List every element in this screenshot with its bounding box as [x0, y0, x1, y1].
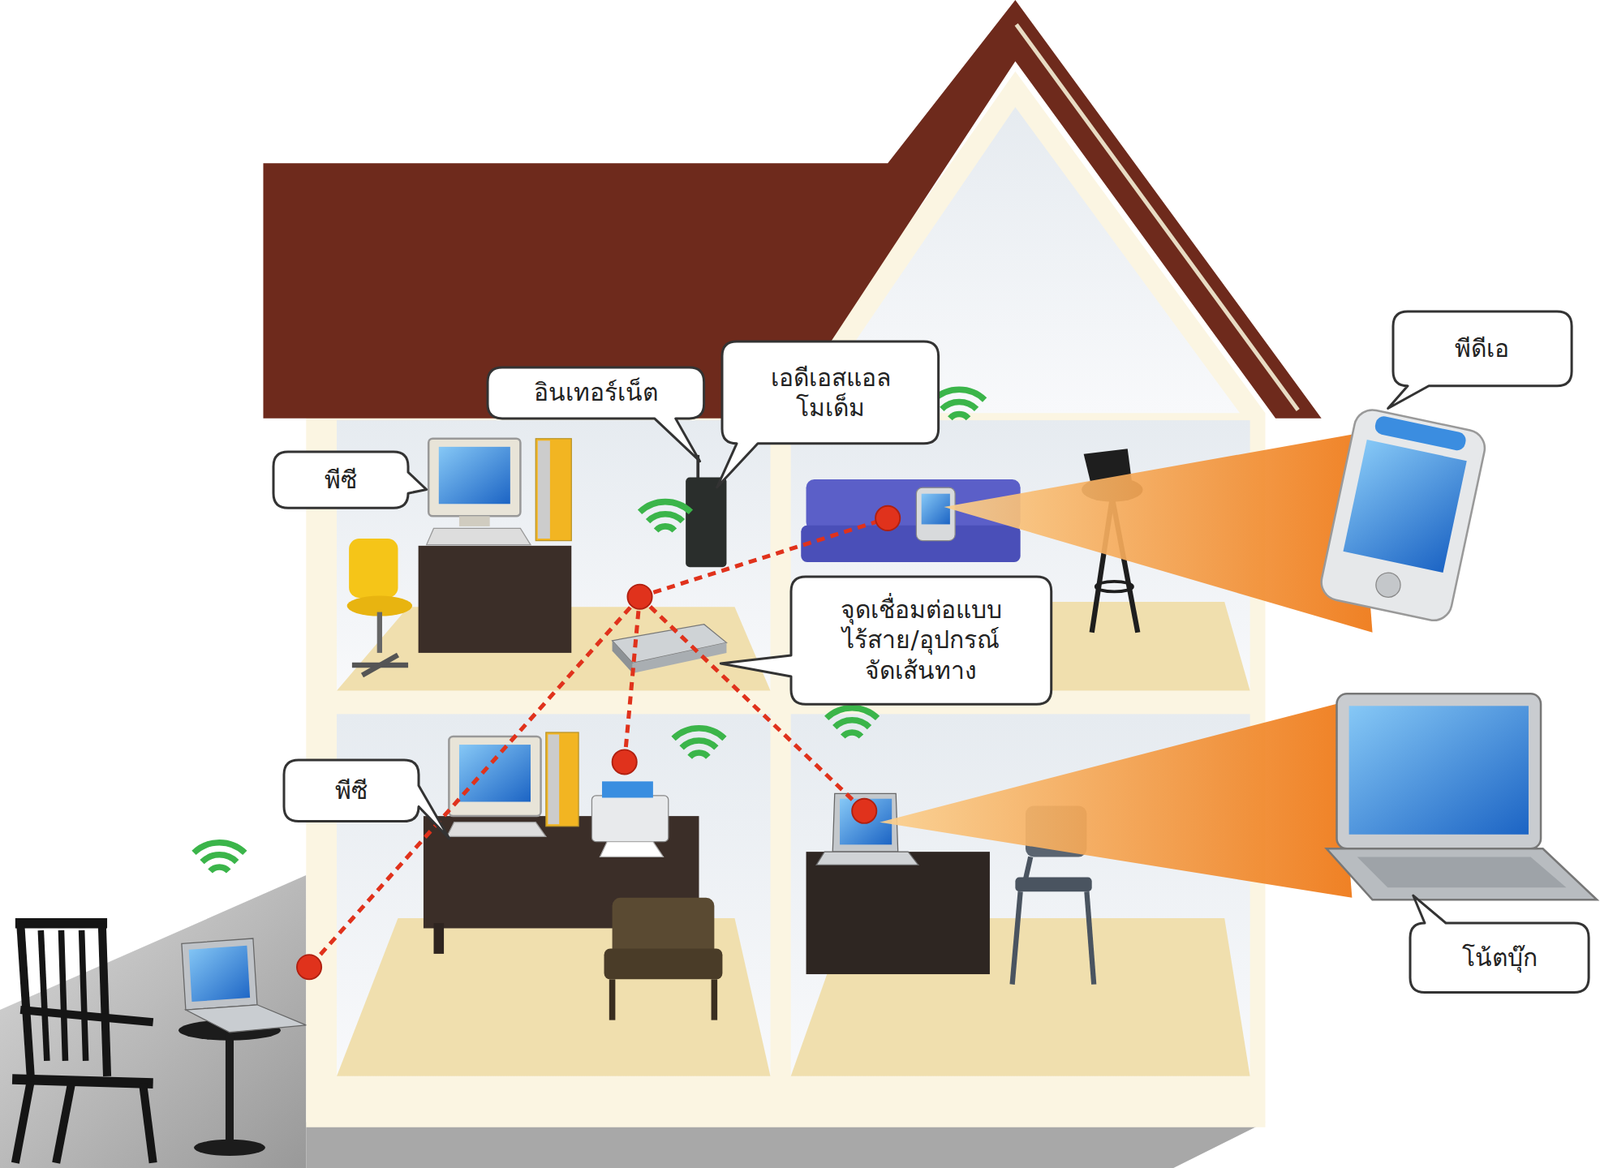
- pc-upstairs: [426, 528, 531, 545]
- outdoor-laptop: [225, 1030, 234, 1143]
- pc-upstairs: [377, 612, 383, 654]
- pc-upstairs: [348, 538, 398, 598]
- pc-downstairs: [448, 736, 541, 817]
- outdoor-laptop: [102, 923, 108, 1077]
- outdoor-laptop: [15, 1081, 31, 1164]
- pda-beam: [1317, 406, 1489, 624]
- pda-beam: [1317, 406, 1489, 624]
- adsl-modem: [685, 455, 727, 568]
- outdoor-laptop: [40, 930, 48, 1062]
- pc-upstairs: [537, 440, 551, 539]
- laptop-beam: [1326, 848, 1597, 900]
- pc-upstairs: [361, 654, 398, 676]
- laptop-room: [1025, 856, 1031, 880]
- bubble-outline: [722, 341, 939, 444]
- pc-downstairs: [600, 842, 664, 858]
- laptop-room: [816, 851, 919, 865]
- callout-label: พีซี: [324, 464, 357, 496]
- pc-upstairs: [535, 438, 572, 542]
- pc-downstairs: [459, 744, 531, 802]
- pc-downstairs: [447, 822, 547, 838]
- laptop-beam: [879, 704, 1352, 899]
- callout-label: เอดีเอสแอล โมเด็ม: [768, 362, 894, 424]
- wireless-link: [309, 597, 640, 968]
- bubble-outline: [283, 760, 450, 839]
- pc-downstairs: [602, 781, 654, 798]
- bubble-outline: [1387, 311, 1571, 409]
- ground: [305, 1122, 1265, 1168]
- bubble-outline: [720, 576, 1051, 705]
- callout-label: โน้ตบุ๊ก: [1462, 942, 1538, 974]
- pda-room: [921, 494, 951, 525]
- ground: [0, 875, 306, 1168]
- laptop-room: [806, 851, 990, 975]
- laptop-beam: [1337, 693, 1542, 849]
- pc-downstairs: [711, 979, 719, 1020]
- callout-bubble: พีดีเอ: [1393, 311, 1572, 387]
- outdoor-laptop: [20, 1010, 153, 1023]
- callout-label: อินเทอร์เน็ต: [533, 377, 659, 409]
- link-dot: [296, 954, 322, 980]
- callout-label: พีซี: [335, 775, 368, 807]
- pc-downstairs: [609, 979, 616, 1020]
- pda-room: [800, 525, 1020, 563]
- link-dot: [875, 506, 900, 531]
- outdoor-laptop: [55, 1083, 72, 1164]
- laptop-beam: [1357, 856, 1567, 888]
- wifi-signal: [826, 708, 878, 737]
- pc-downstairs: [604, 949, 723, 981]
- wifi-signal: [193, 843, 246, 872]
- wireless-link: [624, 597, 641, 763]
- outdoor-laptop: [142, 1083, 154, 1164]
- link-dot: [627, 584, 652, 610]
- pda-beam: [1373, 570, 1403, 600]
- wireless-router: [612, 624, 727, 674]
- laptop-beam: [1349, 705, 1529, 835]
- callout-bubble: อินเทอร์เน็ต: [487, 367, 705, 419]
- pc-upstairs: [428, 438, 521, 517]
- outdoor-laptop: [60, 930, 65, 1062]
- wifi-signal: [933, 389, 985, 418]
- link-dot: [612, 749, 637, 775]
- wireless-router: [612, 640, 633, 674]
- outdoor-laptop: [81, 930, 87, 1062]
- wifi-signal: [673, 728, 725, 757]
- outdoor-laptop: [181, 938, 258, 1011]
- outdoor-laptop: [20, 923, 31, 1077]
- wifi-signal: [640, 502, 692, 531]
- laptop-room: [1012, 891, 1021, 985]
- bubble-outline: [273, 451, 427, 508]
- pda-beam: [1342, 439, 1467, 573]
- bubble-outline: [717, 341, 939, 488]
- outdoor-laptop: [193, 1139, 266, 1157]
- callout-bubble: พีซี: [273, 451, 409, 508]
- callout-bubble: จุดเชื่อมต่อแบบ ไร้สาย/อุปกรณ์ จัดเส้นทา…: [791, 576, 1052, 705]
- pc-upstairs: [438, 447, 511, 504]
- pc-downstairs: [423, 732, 723, 1021]
- pc-downstairs: [546, 732, 579, 827]
- pc-upstairs: [418, 546, 573, 654]
- laptop-beam: [879, 693, 1597, 900]
- callout-label: พีดีเอ: [1454, 333, 1510, 365]
- bubble-outline: [487, 367, 705, 462]
- bubble-outline: [1410, 895, 1589, 993]
- pda-room: [916, 487, 955, 541]
- laptop-room: [1086, 891, 1094, 985]
- pda-room: [1096, 581, 1133, 593]
- callout-bubble: เอดีเอสแอล โมเด็ม: [722, 341, 939, 444]
- callout-bubble: โน้ตบุ๊ก: [1410, 923, 1589, 994]
- pc-downstairs: [591, 795, 668, 843]
- pc-upstairs: [459, 516, 491, 527]
- outdoor-laptop: [15, 918, 108, 930]
- callout-label: จุดเชื่อมต่อแบบ ไร้สาย/อุปกรณ์ จัดเส้นทา…: [838, 594, 1005, 687]
- link-dot: [851, 799, 877, 824]
- callout-bubble: พีซี: [283, 760, 419, 822]
- outdoor-laptop: [185, 1005, 306, 1033]
- outdoor-laptop: [12, 923, 306, 1164]
- pc-downstairs: [434, 923, 445, 955]
- adsl-modem: [685, 477, 727, 568]
- pc-downstairs: [547, 735, 560, 826]
- outdoor-laptop: [189, 946, 250, 1003]
